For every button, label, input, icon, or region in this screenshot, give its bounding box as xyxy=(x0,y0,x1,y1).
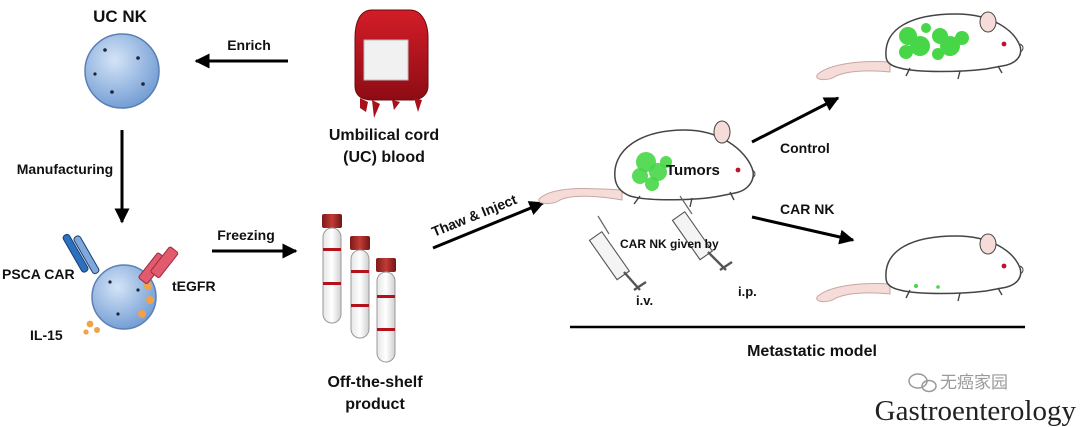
product-label-line1: Off-the-shelf xyxy=(327,374,423,391)
cord-blood-label-line2: (UC) blood xyxy=(343,149,425,166)
tegfr-label: tEGFR xyxy=(172,278,216,294)
tegfr-receptor-icon xyxy=(138,246,179,284)
uc-nk-title: UC NK xyxy=(93,7,148,26)
il15-label: IL-15 xyxy=(30,327,63,343)
test-tubes-icon xyxy=(322,214,396,363)
car-nk-mouse-icon xyxy=(816,233,1024,303)
enrich-label: Enrich xyxy=(227,37,271,53)
uc-nk-cell-icon xyxy=(84,33,160,109)
control-label: Control xyxy=(780,140,830,156)
il15-droplets-icon xyxy=(83,320,100,335)
control-arrow xyxy=(751,96,840,144)
iv-label: i.v. xyxy=(636,293,653,308)
journal-name: Gastroenterology xyxy=(875,395,1077,427)
psca-car-label: PSCA CAR xyxy=(2,266,75,282)
iv-syringe-icon xyxy=(588,215,647,291)
car-nk-arrow xyxy=(751,215,855,245)
ip-label: i.p. xyxy=(738,284,757,299)
thaw-inject-arrow xyxy=(432,201,545,250)
product-label-line2: product xyxy=(345,396,405,413)
tumors-label: Tumors xyxy=(666,162,720,179)
control-tumor-cluster-icon xyxy=(899,23,969,60)
ip-syringe-icon xyxy=(671,195,733,271)
wechat-watermark-icon xyxy=(908,373,937,393)
tumor-cluster-icon xyxy=(632,152,672,191)
psca-car-receptor-icon xyxy=(62,233,100,275)
freezing-label: Freezing xyxy=(217,227,275,243)
car-nk-given-by-label: CAR NK given by xyxy=(620,237,719,251)
blood-bag-icon xyxy=(354,9,429,118)
cord-blood-label-line1: Umbilical cord xyxy=(329,127,439,144)
metastatic-model-label: Metastatic model xyxy=(747,343,877,360)
car-nk-label: CAR NK xyxy=(780,201,834,217)
watermark-text: 无癌家园 xyxy=(940,373,1008,393)
manufacturing-label: Manufacturing xyxy=(17,161,113,177)
car-nk-cell-icon xyxy=(91,264,157,330)
